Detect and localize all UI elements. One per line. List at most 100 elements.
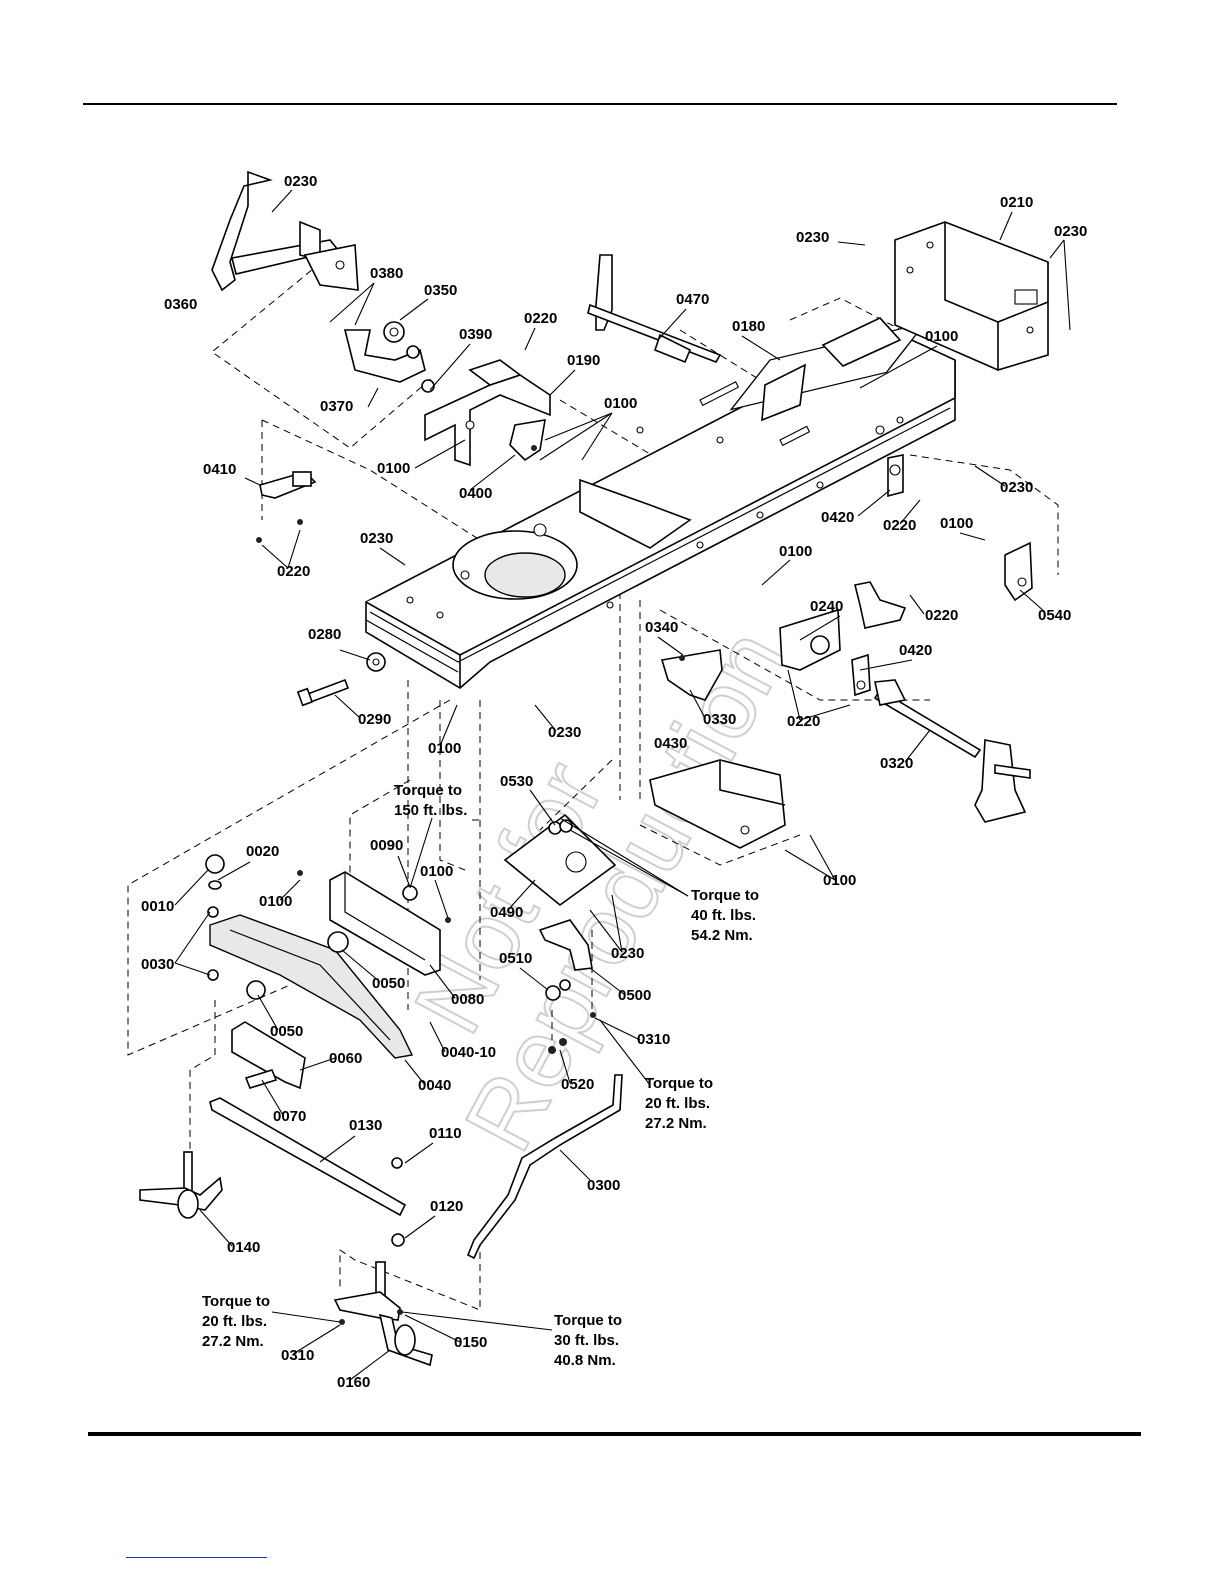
callout-c-0230-c: 0230 — [1054, 223, 1087, 240]
callout-c-0210: 0210 — [1000, 194, 1033, 211]
callout-c-0010: 0010 — [141, 898, 174, 915]
spindle-0140 — [139, 1151, 223, 1219]
torque-note-line: 40.8 Nm. — [554, 1352, 616, 1369]
callout-c-0220-c: 0220 — [883, 517, 916, 534]
callout-c-0230-f: 0230 — [548, 724, 581, 741]
torque-leader-lines — [271, 817, 689, 1331]
callout-c-0070: 0070 — [273, 1108, 306, 1125]
torque-note-t-20b: Torque to 20 ft. lbs. 27.2 Nm. — [202, 1293, 270, 1350]
callout-c-0140: 0140 — [227, 1239, 260, 1256]
callout-c-0220-e: 0220 — [787, 713, 820, 730]
callout-c-0420-a: 0420 — [821, 509, 854, 526]
torque-note-line: Torque to — [394, 782, 462, 799]
part-number-callouts: 0230036003800350039002200190047001800210… — [141, 173, 1087, 1391]
callout-c-0080: 0080 — [451, 991, 484, 1008]
callout-c-0100-f: 0100 — [428, 740, 461, 757]
bracket-0420-lower — [851, 653, 871, 697]
callout-c-0160: 0160 — [337, 1374, 370, 1391]
callout-c-0040: 0040 — [418, 1077, 451, 1094]
callout-c-0520: 0520 — [561, 1076, 594, 1093]
torque-note-t-20a: Torque to 20 ft. lbs. 27.2 Nm. — [645, 1075, 713, 1132]
header-rule — [83, 103, 1117, 105]
callout-c-0430: 0430 — [654, 735, 687, 752]
callout-c-0040-10: 0040-10 — [441, 1044, 496, 1061]
callout-c-0020: 0020 — [246, 843, 279, 860]
callout-c-0100-c: 0100 — [377, 460, 410, 477]
callout-c-0230-a: 0230 — [284, 173, 317, 190]
callout-c-0230-e: 0230 — [360, 530, 393, 547]
callout-c-0390: 0390 — [459, 326, 492, 343]
callout-c-0340: 0340 — [645, 619, 678, 636]
bracket-0400 — [509, 419, 546, 462]
rod-0320 — [873, 679, 1031, 823]
drag-link-0130 — [209, 1097, 407, 1247]
callout-c-0230-b: 0230 — [796, 229, 829, 246]
callout-c-0310-b: 0310 — [281, 1347, 314, 1364]
callout-c-0420-b: 0420 — [899, 642, 932, 659]
leader-lines — [174, 189, 1071, 1381]
torque-note-line: 27.2 Nm. — [645, 1115, 707, 1132]
bracket-0240 — [779, 581, 907, 671]
bracket-0190 — [424, 359, 551, 467]
lift-lever-0360 — [211, 170, 359, 292]
callout-c-0320: 0320 — [880, 755, 913, 772]
torque-note-line: Torque to — [645, 1075, 713, 1092]
torque-note-line: 20 ft. lbs. — [202, 1313, 267, 1330]
plate-0500 — [538, 919, 596, 1054]
part-0410 — [256, 471, 317, 543]
torque-note-line: Torque to — [554, 1312, 622, 1329]
torque-note-line: 54.2 Nm. — [691, 927, 753, 944]
callout-c-0230-g: 0230 — [611, 945, 644, 962]
callout-c-0150: 0150 — [454, 1334, 487, 1351]
callout-c-0360: 0360 — [164, 296, 197, 313]
callout-c-0470: 0470 — [676, 291, 709, 308]
rod-0470 — [587, 254, 722, 364]
callout-c-0100-d: 0100 — [940, 515, 973, 532]
cover-0080 — [297, 870, 451, 976]
torque-note-line: 20 ft. lbs. — [645, 1095, 710, 1112]
torque-note-line: Torque to — [691, 887, 759, 904]
bracket-0430 — [649, 759, 786, 849]
tie-rod-0300 — [466, 1074, 623, 1260]
callout-c-0500: 0500 — [618, 987, 651, 1004]
callout-c-0100-g: 0100 — [420, 863, 453, 880]
callout-c-0100-i: 0100 — [259, 893, 292, 910]
callout-c-0050-b: 0050 — [270, 1023, 303, 1040]
callout-c-0490: 0490 — [490, 904, 523, 921]
callout-c-0410: 0410 — [203, 461, 236, 478]
callout-c-0030: 0030 — [141, 956, 174, 973]
callout-c-0290: 0290 — [358, 711, 391, 728]
callout-c-0280: 0280 — [308, 626, 341, 643]
bracket-0420-upper — [887, 454, 904, 498]
bracket-0060 — [231, 1021, 306, 1090]
callout-c-0220-a: 0220 — [524, 310, 557, 327]
callout-c-0180: 0180 — [732, 318, 765, 335]
callout-c-0330: 0330 — [703, 711, 736, 728]
callout-c-0400: 0400 — [459, 485, 492, 502]
callout-c-0240: 0240 — [810, 598, 843, 615]
callout-c-0100-a: 0100 — [925, 328, 958, 345]
callout-c-0120: 0120 — [430, 1198, 463, 1215]
callout-c-0060: 0060 — [329, 1050, 362, 1067]
callout-c-0530: 0530 — [500, 773, 533, 790]
callout-c-0350: 0350 — [424, 282, 457, 299]
torque-note-line: Torque to — [202, 1293, 270, 1310]
torque-note-line: 27.2 Nm. — [202, 1333, 264, 1350]
bracket-0370 — [343, 321, 435, 393]
part-0330 — [660, 649, 723, 701]
callout-c-0510: 0510 — [499, 950, 532, 967]
callout-c-0300: 0300 — [587, 1177, 620, 1194]
callout-c-0370: 0370 — [320, 398, 353, 415]
callout-c-0310-a: 0310 — [637, 1031, 670, 1048]
front-axle-0040 — [205, 854, 414, 1059]
callout-c-0540: 0540 — [1038, 607, 1071, 624]
callout-c-0090: 0090 — [370, 837, 403, 854]
footer-link-underline — [126, 1557, 267, 1558]
callout-c-0110: 0110 — [429, 1125, 462, 1142]
callout-c-0220-b: 0220 — [277, 563, 310, 580]
callout-c-0100-b: 0100 — [604, 395, 637, 412]
